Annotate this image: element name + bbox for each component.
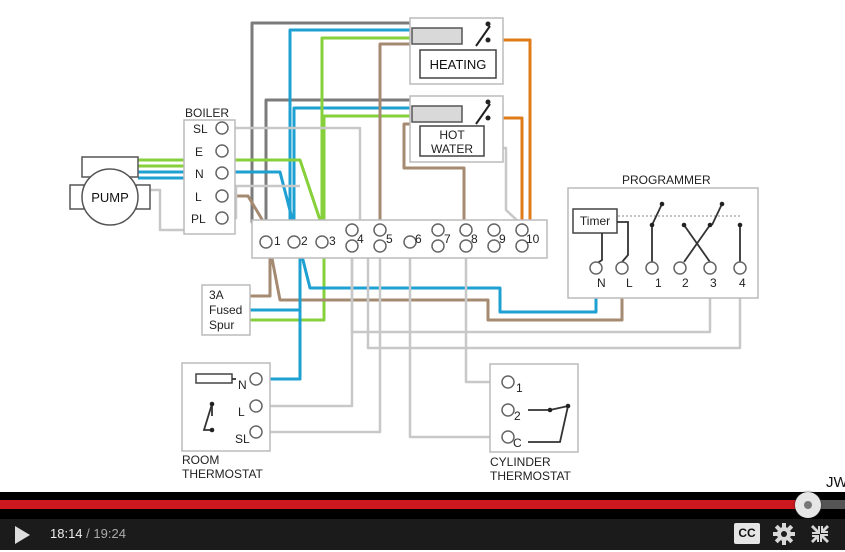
pump: PUMP bbox=[69, 156, 151, 226]
boiler-terminal-label: E bbox=[195, 145, 203, 159]
strip-terminal-label: 8 bbox=[471, 232, 478, 246]
strip-terminal-label: 10 bbox=[526, 232, 540, 246]
rt-title: ROOM bbox=[182, 453, 219, 467]
wire-prog-l bbox=[268, 247, 624, 322]
strip-terminal-label: 9 bbox=[499, 232, 506, 246]
boiler-terminal-label: SL bbox=[193, 122, 208, 136]
boiler-title: BOILER bbox=[185, 106, 229, 120]
progress-bar[interactable] bbox=[0, 492, 845, 519]
heating-label: HEATING bbox=[430, 57, 487, 72]
player-controls: 18:14 / 19:24 CC bbox=[0, 519, 845, 550]
wire-prog-n bbox=[298, 247, 598, 314]
wire-blue-heating bbox=[288, 28, 410, 240]
programmer-terminal-label: 4 bbox=[739, 276, 746, 290]
spur-label: Spur bbox=[209, 318, 234, 332]
programmer-terminal-label: N bbox=[597, 276, 606, 290]
pump-label: PUMP bbox=[91, 190, 129, 205]
spur-label: 3A bbox=[209, 288, 224, 302]
wire-green-heating bbox=[320, 36, 410, 240]
strip-terminal-label: 2 bbox=[301, 234, 308, 248]
fullscreen-button[interactable] bbox=[808, 522, 832, 546]
rt-terminal-label: L bbox=[238, 405, 245, 419]
exit-fullscreen-icon bbox=[811, 525, 829, 543]
ct-terminal-label: 2 bbox=[514, 409, 521, 423]
boiler-terminal-label: L bbox=[195, 190, 202, 204]
time-separator: / bbox=[82, 526, 94, 541]
time-display: 18:14 / 19:24 bbox=[50, 526, 126, 541]
wire-spur-e bbox=[250, 248, 326, 322]
rt-title: THERMOSTAT bbox=[182, 467, 264, 481]
wire-rt-n bbox=[262, 248, 302, 381]
strip-terminal-label: 1 bbox=[274, 234, 281, 248]
programmer-terminal-label: L bbox=[626, 276, 633, 290]
wire-rt-sl bbox=[262, 248, 382, 434]
wire-spur-l bbox=[250, 248, 272, 298]
settings-button[interactable] bbox=[772, 522, 796, 546]
strip-terminal-label: 5 bbox=[386, 232, 393, 246]
terminal-strip: 1 2 3 4 5 6 7 8 9 10 bbox=[251, 219, 548, 259]
wire-brown-hotwater bbox=[402, 122, 466, 240]
boiler-block: BOILER SL E N L PL bbox=[183, 106, 236, 235]
captions-button[interactable]: CC bbox=[734, 523, 760, 544]
strip-terminal-label: 6 bbox=[415, 232, 422, 246]
room-thermostat: N L SL ROOM THERMOSTAT bbox=[181, 362, 271, 481]
programmer-terminal-label: 2 bbox=[682, 276, 689, 290]
gear-icon bbox=[773, 523, 795, 545]
rt-terminal-label: N bbox=[238, 378, 247, 392]
strip-terminal-label: 3 bbox=[329, 234, 336, 248]
timer-label: Timer bbox=[580, 214, 610, 228]
water-label: WATER bbox=[431, 142, 473, 156]
channel-watermark: JW bbox=[826, 474, 845, 491]
programmer-block: PROGRAMMER Timer bbox=[567, 173, 759, 299]
wire-prog-4 bbox=[366, 248, 742, 350]
play-icon bbox=[15, 526, 30, 544]
wire-ct-c bbox=[408, 248, 508, 439]
progress-played bbox=[0, 500, 808, 509]
hot-water-valve: HOT WATER bbox=[409, 95, 504, 163]
ct-title: CYLINDER bbox=[490, 455, 551, 469]
scrubber-handle[interactable] bbox=[794, 492, 821, 518]
rt-terminal-label: SL bbox=[235, 432, 250, 446]
wiring-diagram: HEATING HOT WATER BOILER SL E N L PL bbox=[69, 17, 759, 483]
programmer-terminal-label: 1 bbox=[655, 276, 662, 290]
play-button[interactable] bbox=[10, 523, 34, 547]
boiler-terminal-label: N bbox=[195, 167, 204, 181]
heating-valve: HEATING bbox=[409, 17, 504, 85]
wire-brown-heating bbox=[378, 42, 410, 236]
video-frame[interactable]: HEATING HOT WATER BOILER SL E N L PL bbox=[0, 0, 845, 492]
hot-label: HOT bbox=[439, 128, 465, 142]
ct-terminal-label: 1 bbox=[516, 381, 523, 395]
wire-blue-hotwater bbox=[292, 106, 410, 240]
boiler-terminal-label: PL bbox=[191, 212, 206, 226]
strip-terminal-label: 4 bbox=[357, 232, 364, 246]
programmer-title: PROGRAMMER bbox=[622, 173, 711, 187]
programmer-terminal-label: 3 bbox=[710, 276, 717, 290]
wire-rt-l bbox=[262, 248, 354, 408]
wire-boiler-sl bbox=[222, 126, 362, 225]
wire-grey-hotwater bbox=[264, 98, 410, 240]
wire-grey-heating bbox=[250, 21, 410, 241]
strip-terminal-label: 7 bbox=[444, 232, 451, 246]
duration: 19:24 bbox=[93, 526, 126, 541]
fused-spur: 3A Fused Spur bbox=[201, 284, 251, 336]
ct-title: THERMOSTAT bbox=[490, 469, 572, 483]
spur-label: Fused bbox=[209, 303, 242, 317]
current-time: 18:14 bbox=[50, 526, 83, 541]
ct-terminal-label: C bbox=[513, 436, 522, 450]
cylinder-thermostat: 1 2 C CYLINDER THERMOSTAT bbox=[489, 363, 579, 483]
